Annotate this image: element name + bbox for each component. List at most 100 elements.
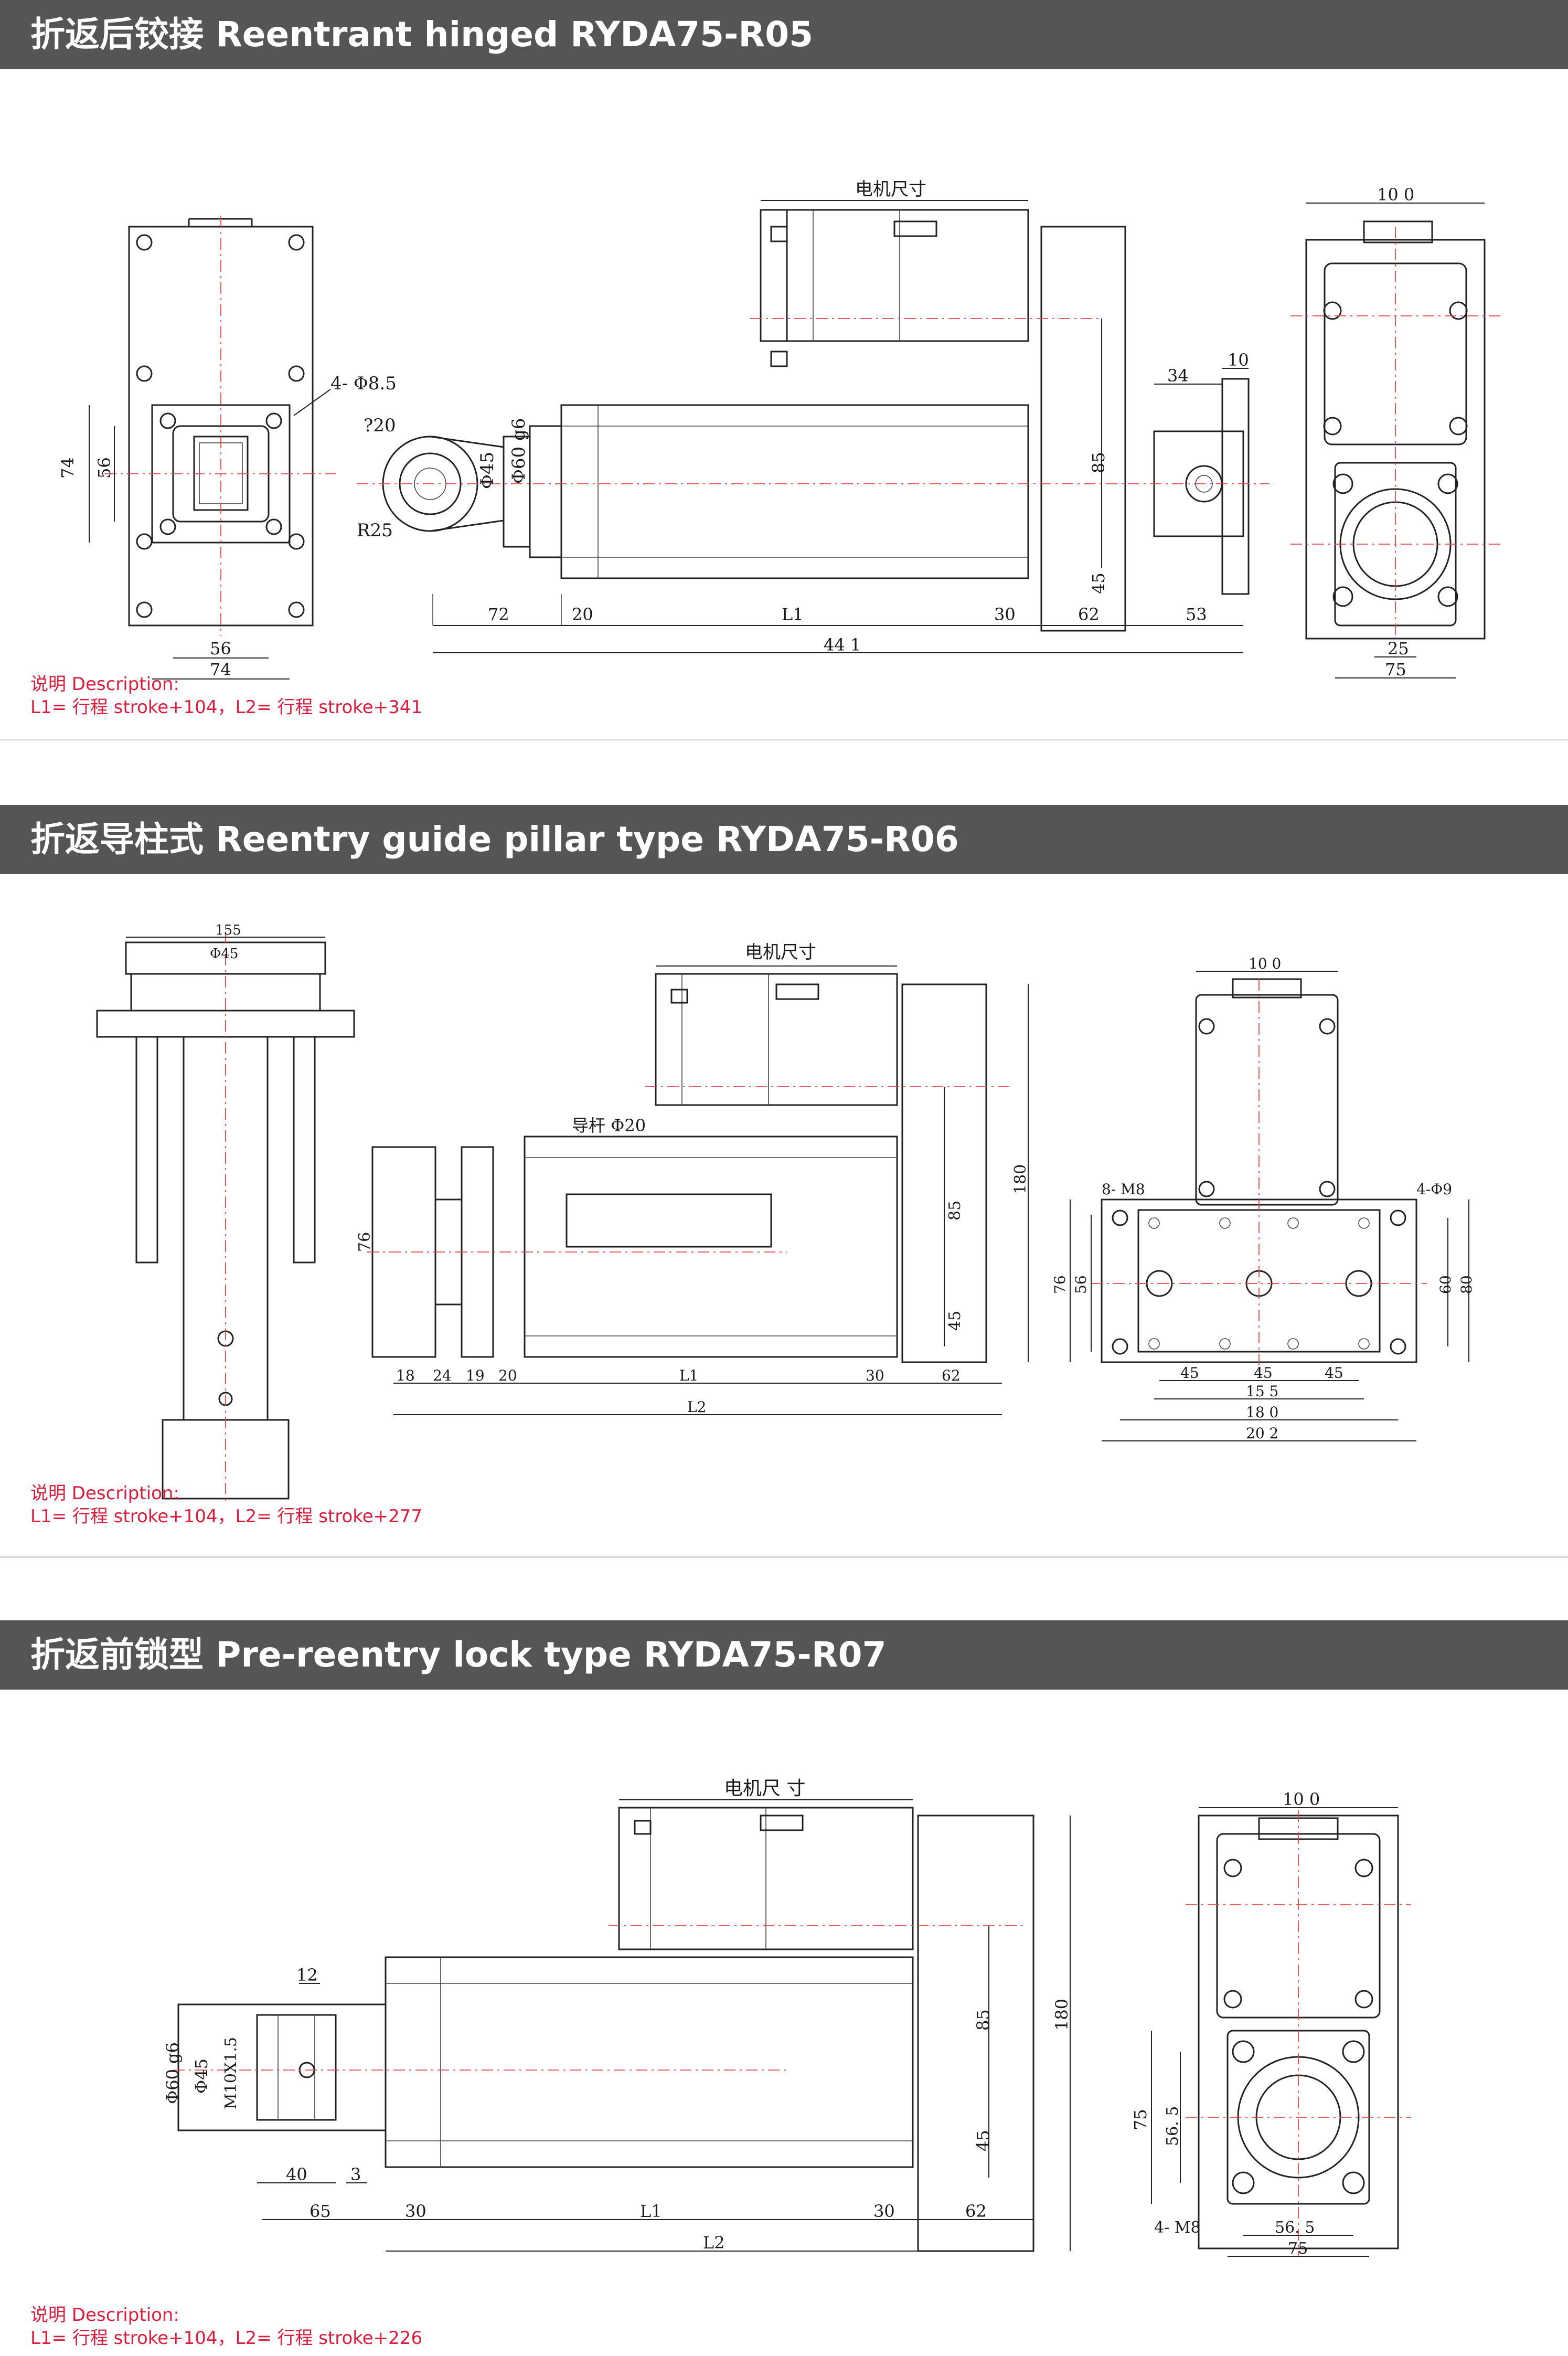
dim-80-v: 80: [1458, 1275, 1475, 1294]
description-text: L1= 行程 stroke+104，L2= 行程 stroke+226: [30, 2328, 423, 2349]
section-r07: 折返前锁型 Pre-reentry lock type RYDA75-R07 电…: [0, 1620, 1568, 2356]
section-title: 折返后铰接 Reentrant hinged RYDA75-R05: [0, 0, 1568, 69]
dim-75: 75: [1385, 660, 1406, 680]
end-view-right: 10 0 75 56. 5 4- M8 56. 5 75: [1130, 1789, 1411, 2258]
motor-size-label: 电机尺 寸: [724, 1778, 805, 1799]
section-title: 折返导柱式 Reentry guide pillar type RYDA75-R…: [0, 805, 1568, 874]
dim-45-a: 45: [1180, 1364, 1199, 1382]
dim-3: 3: [350, 2164, 361, 2184]
drawing-r06: 155 Φ45 电机尺寸 导杆 Φ20 76: [0, 874, 1568, 1525]
end-view-left: 4- Φ8.5 74 56 56 74: [58, 216, 397, 680]
dim-62: 62: [1078, 604, 1100, 624]
dim-30: 30: [994, 604, 1016, 624]
dim-30-a: 30: [405, 2201, 426, 2221]
dim-45-v: 45: [973, 2130, 993, 2151]
r25-label: R25: [357, 520, 393, 541]
dim-20: 20: [498, 1367, 517, 1384]
d60-label: Φ60 g6: [508, 418, 529, 484]
dim-30: 30: [866, 1367, 884, 1384]
dim-45: 45: [1089, 572, 1108, 594]
separator: [0, 1556, 1568, 1558]
motor-size-label: 电机尺寸: [745, 942, 816, 963]
dim-565-v: 56. 5: [1164, 2106, 1182, 2146]
rod-label: 导杆 Φ20: [572, 1116, 646, 1135]
dim-45: 45: [946, 1311, 964, 1331]
m8-label: 4- M8: [1154, 2219, 1201, 2237]
dim-L2: L2: [687, 1398, 706, 1416]
dim-85: 85: [973, 2009, 993, 2031]
m8-label: 8- M8: [1102, 1181, 1145, 1198]
dim-30-b: 30: [873, 2201, 895, 2221]
dim-10: 10: [1228, 350, 1249, 370]
dim-85: 85: [1089, 452, 1108, 473]
dim-100: 10 0: [1377, 185, 1414, 205]
dim-53: 53: [1186, 604, 1207, 624]
motor-size-label: 电机尺寸: [855, 179, 926, 200]
dim-180: 180: [1011, 1164, 1030, 1194]
side-view: 电机尺寸 ?20 R25 Φ45 Φ60 g6 85: [357, 179, 1270, 655]
separator: [0, 739, 1568, 740]
dim-155: 155: [215, 922, 241, 938]
section-r05: 折返后铰接 Reentrant hinged RYDA75-R05 4: [0, 0, 1568, 808]
description-text: L1= 行程 stroke+104，L2= 行程 stroke+341: [30, 697, 423, 718]
dim-L1: L1: [782, 604, 804, 624]
dim-76-v: 76: [1051, 1275, 1069, 1294]
dim-100: 10 0: [1283, 1789, 1320, 1809]
description-text: L1= 行程 stroke+104，L2= 行程 stroke+277: [30, 1506, 423, 1527]
dim-56-h: 56: [210, 639, 231, 659]
description: 说明 Description: L1= 行程 stroke+104，L2= 行程…: [30, 673, 422, 719]
technical-drawing: 电机尺 寸 12 Φ60 g6 Φ45 M10X1.5 40 3 65: [163, 1778, 1411, 2258]
description-title: 说明 Description:: [30, 1483, 179, 1504]
drawing-r05: 4- Φ8.5 74 56 56 74 电机尺寸: [0, 69, 1568, 741]
dim-45-c: 45: [1325, 1364, 1343, 1382]
hole-label: 4- Φ8.5: [330, 373, 397, 394]
dim-40: 40: [286, 2164, 307, 2184]
dim-45-top: Φ45: [210, 946, 238, 962]
description-title: 说明 Description:: [30, 2305, 179, 2326]
section-r06: 折返导柱式 Reentry guide pillar type RYDA75-R…: [0, 805, 1568, 1620]
dim-74-h: 74: [210, 660, 231, 680]
phi9-label: 4-Φ9: [1416, 1181, 1452, 1198]
thread-label: M10X1.5: [222, 2037, 240, 2109]
dim-19: 19: [466, 1367, 485, 1384]
end-view-right: 10 0 25 75: [1290, 185, 1500, 680]
section-title: 折返前锁型 Pre-reentry lock type RYDA75-R07: [0, 1620, 1568, 1690]
dim-24: 24: [433, 1367, 452, 1384]
dim-75-v: 75: [1130, 2109, 1150, 2130]
dim-100: 10 0: [1249, 955, 1281, 972]
dim-441: 44 1: [824, 635, 861, 655]
dim-180-h: 18 0: [1246, 1404, 1278, 1421]
d45-label: Φ45: [477, 452, 498, 489]
dim-75-h: 75: [1288, 2240, 1308, 2258]
dim-18: 18: [396, 1367, 415, 1384]
dim-74-v: 74: [58, 457, 78, 479]
dim-62: 62: [942, 1367, 961, 1384]
dim-45-b: 45: [1254, 1364, 1273, 1382]
side-view: 电机尺寸 导杆 Φ20 76 85 45 180 18: [356, 942, 1030, 1416]
dim-L1: L1: [640, 2201, 662, 2221]
dim-565-h: 56. 5: [1275, 2219, 1315, 2237]
dim-60-v: 60: [1437, 1275, 1454, 1294]
description-title: 说明 Description:: [30, 674, 179, 695]
description: 说明 Description: L1= 行程 stroke+104，L2= 行程…: [30, 2304, 422, 2350]
dim-L2: L2: [703, 2233, 725, 2253]
top-view-left: 155 Φ45: [96, 922, 355, 1504]
dim-56-v: 56: [1072, 1275, 1090, 1294]
dim-72: 72: [488, 604, 509, 624]
dim-180: 180: [1052, 1999, 1072, 2031]
dim-12: 12: [296, 1965, 318, 1985]
technical-drawing: 155 Φ45 电机尺寸 导杆 Φ20 76: [96, 922, 1475, 1504]
description: 说明 Description: L1= 行程 stroke+104，L2= 行程…: [30, 1482, 422, 1528]
dim-202-h: 20 2: [1246, 1425, 1278, 1442]
dim-25: 25: [1388, 639, 1409, 659]
dim-65: 65: [310, 2201, 331, 2221]
dim-155-h: 15 5: [1246, 1383, 1278, 1400]
dim-56-v: 56: [94, 457, 114, 479]
side-view: 电机尺 寸 12 Φ60 g6 Φ45 M10X1.5 40 3 65: [163, 1778, 1072, 2253]
dim-85: 85: [946, 1201, 964, 1221]
dim-L1: L1: [679, 1367, 698, 1384]
r20-label: ?20: [364, 415, 396, 436]
dim-45: Φ45: [191, 2058, 211, 2094]
dim-76: 76: [356, 1232, 374, 1252]
dim-60: Φ60 g6: [163, 2042, 183, 2104]
